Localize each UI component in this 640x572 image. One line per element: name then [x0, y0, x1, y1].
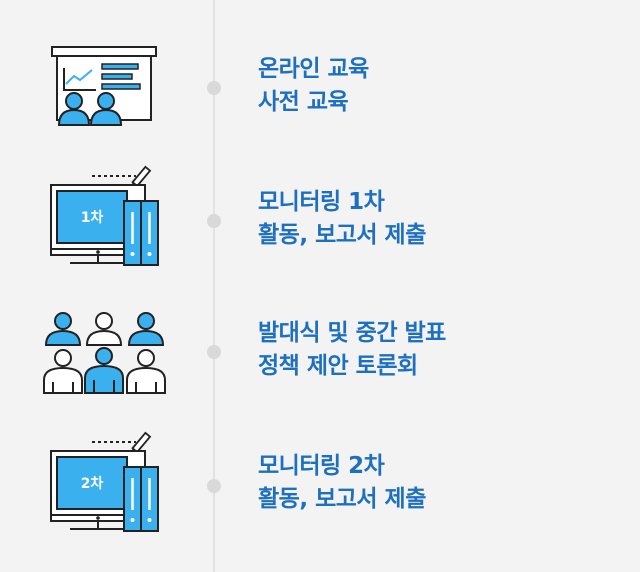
step-subtitle: 사전 교육 — [258, 89, 349, 115]
monitor-report-icon: 1차 — [40, 156, 170, 290]
timeline-dot — [207, 345, 221, 359]
step-text: 발대식 및 중간 발표 정책 제안 토론회 — [258, 317, 446, 383]
step-subtitle: 활동, 보고서 제출 — [258, 222, 426, 248]
step-subtitle: 활동, 보고서 제출 — [258, 486, 426, 512]
presentation-icon — [40, 22, 170, 156]
step-monitoring-2: 2차 모니터링 2차 활동, 보고서 제출 — [0, 424, 640, 558]
timeline-dot — [207, 479, 221, 493]
step-text: 모니터링 1차 활동, 보고서 제출 — [258, 186, 426, 252]
step-title: 모니터링 1차 — [258, 189, 385, 215]
step-online-education: 온라인 교육 사전 교육 — [0, 22, 640, 156]
step-text: 모니터링 2차 활동, 보고서 제출 — [258, 450, 426, 516]
step-monitoring-1: 1차 모니터링 1차 활동, 보고서 제출 — [0, 156, 640, 290]
timeline-line — [213, 0, 215, 572]
timeline-dot — [207, 214, 221, 228]
badge-label: 1차 — [81, 210, 104, 226]
step-title: 발대식 및 중간 발표 — [258, 320, 446, 346]
step-title: 온라인 교육 — [258, 56, 369, 82]
step-text: 온라인 교육 사전 교육 — [258, 53, 369, 119]
timeline-dot — [207, 81, 221, 95]
badge-label: 2차 — [81, 476, 104, 492]
step-subtitle: 정책 제안 토론회 — [258, 353, 418, 379]
group-meeting-icon — [40, 290, 170, 424]
monitor-report-icon: 2차 — [40, 424, 170, 558]
step-launch-presentation: 발대식 및 중간 발표 정책 제안 토론회 — [0, 290, 640, 424]
step-title: 모니터링 2차 — [258, 453, 385, 479]
